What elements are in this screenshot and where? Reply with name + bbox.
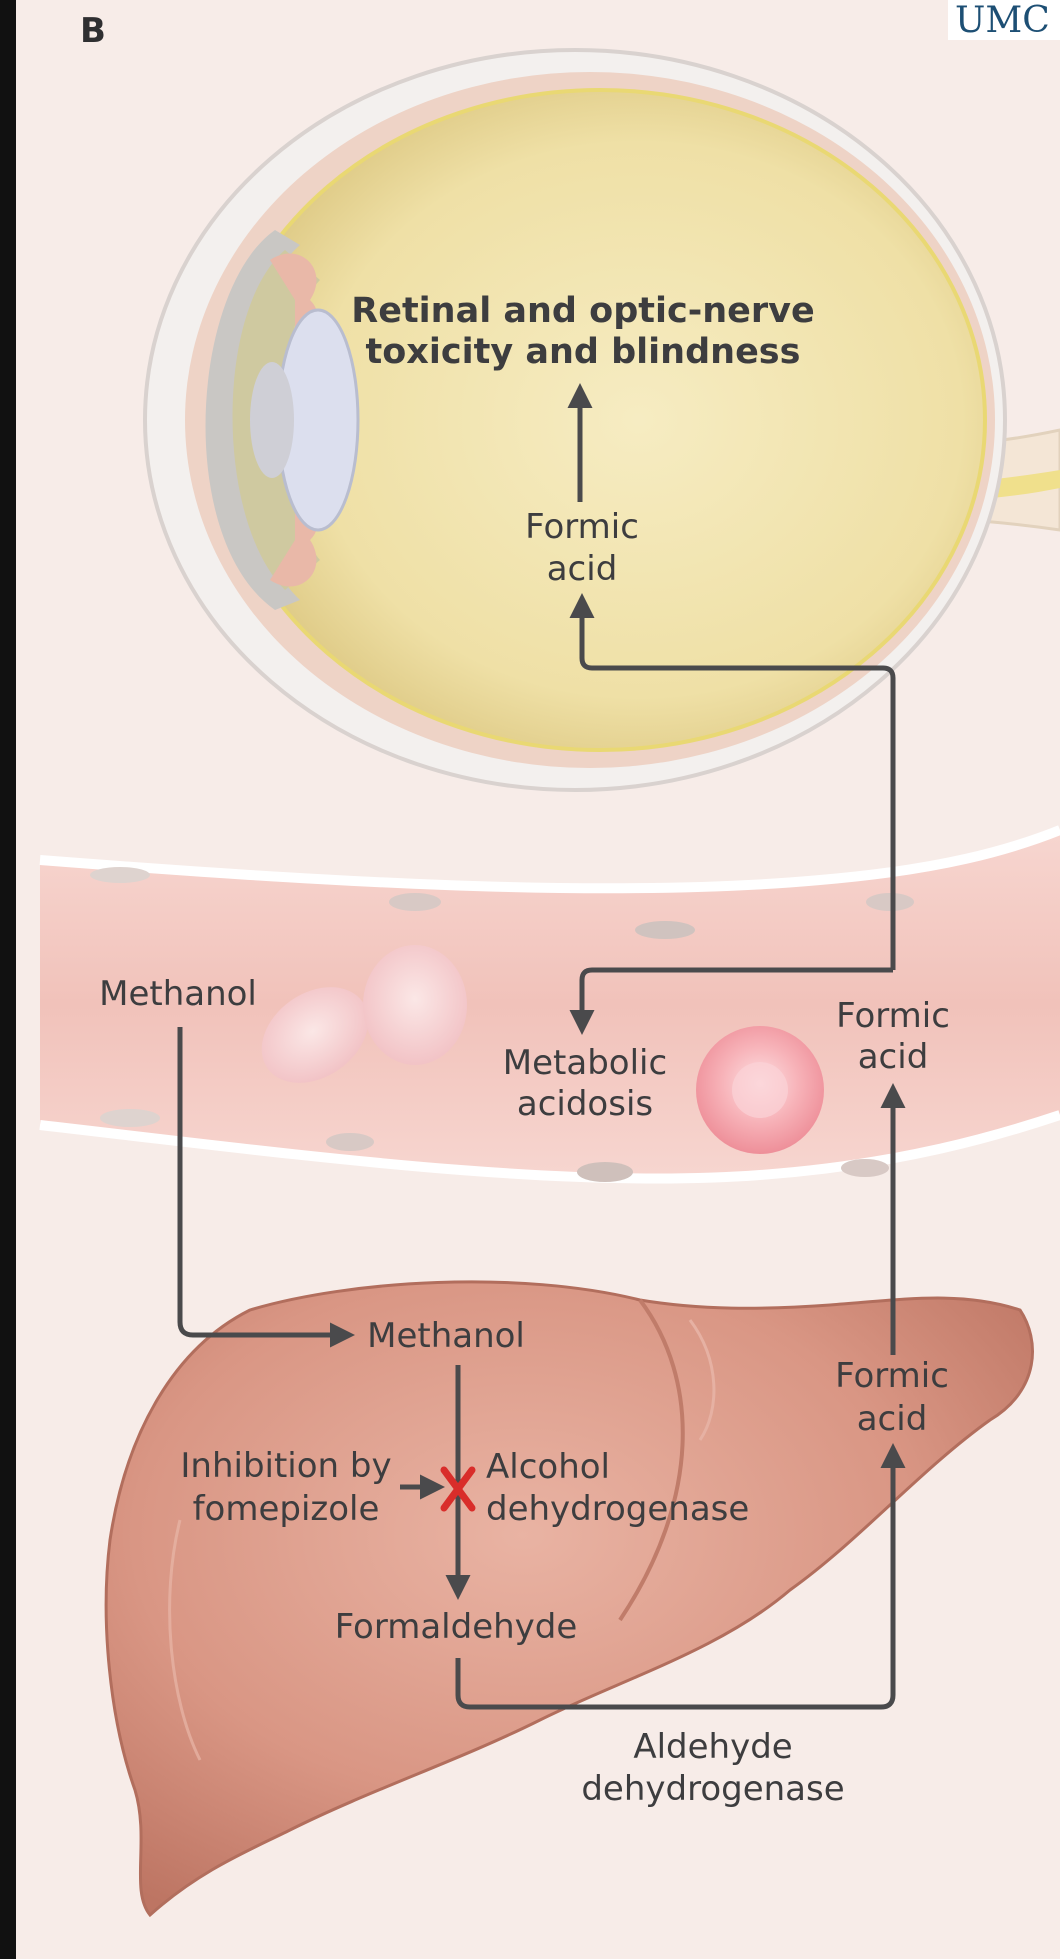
inhibition-label-line1: Inhibition by (180, 1446, 391, 1486)
eye-formic-label-line1: Formic (525, 507, 639, 547)
methanol-blood-label: Methanol (99, 974, 257, 1014)
aldh-label-line2: dehydrogenase (581, 1769, 844, 1809)
left-border (0, 0, 16, 1959)
inhibition-label-line2: fomepizole (193, 1489, 380, 1529)
aldh-label-line1: Aldehyde (633, 1727, 792, 1767)
liver-formic-label-line1: Formic (835, 1356, 949, 1396)
formaldehyde-label: Formaldehyde (335, 1607, 578, 1647)
methanol-liver-label: Methanol (367, 1316, 525, 1356)
liver-formic-label-line2: acid (857, 1399, 928, 1439)
metabolic-label-line2: acidosis (517, 1084, 653, 1124)
metabolic-label-line1: Metabolic (503, 1043, 667, 1083)
adh-label-line2: dehydrogenase (486, 1489, 749, 1529)
retina-label-line2: toxicity and blindness (366, 332, 801, 372)
blood-formic-label-line2: acid (858, 1037, 929, 1077)
logo-text: UMC (955, 0, 1050, 41)
retina-label-line1: Retinal and optic-nerve (351, 291, 814, 331)
blood-formic-label-line1: Formic (836, 996, 950, 1036)
panel-label: B (80, 11, 106, 51)
eye-illustration (145, 50, 1060, 790)
eye-formic-label-line2: acid (547, 549, 618, 589)
adh-label-line1: Alcohol (486, 1447, 610, 1487)
